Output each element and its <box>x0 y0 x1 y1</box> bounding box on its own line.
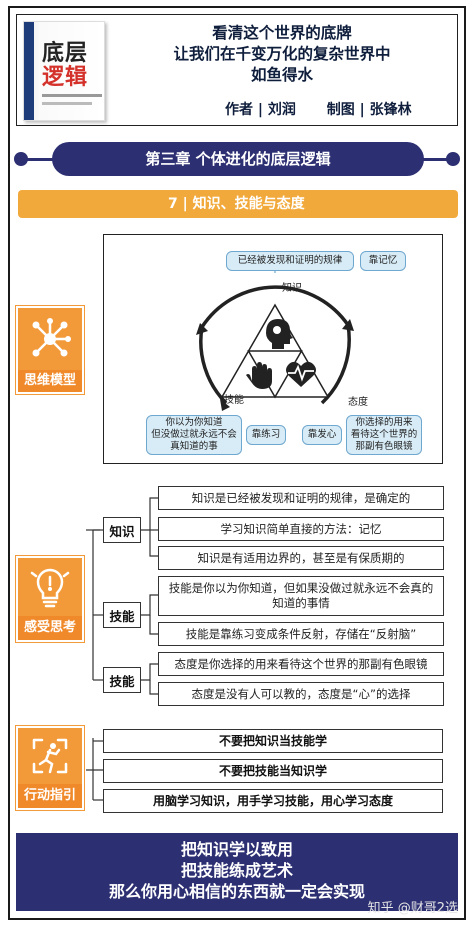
book-title: 底层 逻辑 <box>42 41 89 90</box>
knowledge-method-bubble: 靠记忆 <box>360 251 406 271</box>
attitude-point-1: 态度是你选择的用来看待这个世界的那副有色眼镜 <box>158 652 444 676</box>
attitude-method-bubble: 靠发心 <box>302 425 342 445</box>
knowledge-point-2: 学习知识简单直接的方法：记忆 <box>158 517 444 541</box>
chapter-dot-left <box>14 152 28 166</box>
attitude-point-2: 态度是没有人可以教的，态度是“心”的选择 <box>158 682 444 706</box>
skill-method-bubble: 靠练习 <box>246 425 286 445</box>
slogan-line-1: 看清这个世界的底牌 <box>212 24 352 42</box>
vertex-attitude-label: 态度 <box>348 397 368 408</box>
reflection-label: 感受思考 <box>18 616 82 640</box>
footer-line-3: 那么你用心相信的东西就一定会实现 <box>108 882 365 901</box>
page-frame <box>8 6 466 920</box>
action-item-2: 不要把技能当知识学 <box>103 759 443 783</box>
credits: 作者 | 刘润 制图 | 张锋林 <box>225 99 438 119</box>
book-cover-image: 底层 逻辑 <box>23 21 105 121</box>
heart-pulse-icon <box>286 361 316 387</box>
skill-point-2: 技能是靠练习变成条件反射，存储在“反射脑” <box>158 622 444 646</box>
slogan-line-2: 让我们在千变万化的复杂世界中 <box>173 45 391 63</box>
action-badge: 行动指引 <box>15 725 85 811</box>
author: 作者 | 刘润 <box>225 102 296 118</box>
action-label: 行动指引 <box>18 784 82 808</box>
network-icon <box>18 308 82 370</box>
book-subtitle-line <box>42 102 92 105</box>
slogan-line-3: 如鱼得水 <box>250 66 313 84</box>
category-skill: 技能 <box>103 602 141 628</box>
footer-line-2: 把技能练成艺术 <box>180 861 293 880</box>
category-knowledge: 知识 <box>103 517 141 543</box>
hand-icon <box>246 362 272 389</box>
chapter-title: 第三章 个体进化的底层逻辑 <box>52 142 424 176</box>
reflection-badge: 感受思考 <box>15 555 85 643</box>
vertex-skill-label: 技能 <box>224 395 244 406</box>
knowledge-point-3: 知识是有适用边界的，甚至是有保质期的 <box>158 546 444 570</box>
category-attitude: 技能 <box>103 667 141 693</box>
lightbulb-icon <box>18 558 82 616</box>
book-subtitle-line <box>42 94 102 97</box>
footer-summary: 把知识学以致用 把技能练成艺术 那么你用心相信的东西就一定会实现 <box>16 833 458 911</box>
knowledge-definition-bubble: 已经被发现和证明的规律 <box>226 251 354 271</box>
knowledge-skill-attitude-diagram: 知识 技能 态度 已经被发现和证明的规律 靠记忆 你以为你知道 但没做过就永远不… <box>103 234 443 464</box>
header: 底层 逻辑 看清这个世界的底牌 让我们在千变万化的复杂世界中 如鱼得水 作者 |… <box>16 14 458 126</box>
book-spine <box>24 22 34 120</box>
thinking-model-badge: 思维模型 <box>15 305 85 395</box>
thinking-model-label: 思维模型 <box>18 370 82 392</box>
skill-definition-bubble: 你以为你知道 但没做过就永远不会 真知道的事 <box>146 415 242 455</box>
footer-line-1: 把知识学以致用 <box>180 840 293 859</box>
skill-point-1: 技能是你以为你知道，但如果没做过就永远不会真的 知道的事情 <box>158 576 444 616</box>
brain-head-icon <box>266 319 293 349</box>
illustrator: 制图 | 张锋林 <box>326 102 412 118</box>
section-title: 7 | 知识、技能与态度 <box>18 190 458 218</box>
running-person-icon <box>18 728 82 784</box>
header-slogan: 看清这个世界的底牌 让我们在千变万化的复杂世界中 如鱼得水 <box>117 23 447 86</box>
action-item-3: 用脑学习知识，用手学习技能，用心学习态度 <box>103 789 443 813</box>
watermark: 知乎 @财哥2选 <box>367 901 458 916</box>
chapter-dot-right <box>446 152 460 166</box>
knowledge-point-1: 知识是已经被发现和证明的规律，是确定的 <box>158 486 444 510</box>
vertex-knowledge-label: 知识 <box>282 283 302 294</box>
triangle-diagram <box>196 265 354 411</box>
attitude-definition-bubble: 你选择的用来 看待这个世界的 那副有色眼镜 <box>346 415 422 455</box>
action-item-1: 不要把知识当技能学 <box>103 729 443 753</box>
